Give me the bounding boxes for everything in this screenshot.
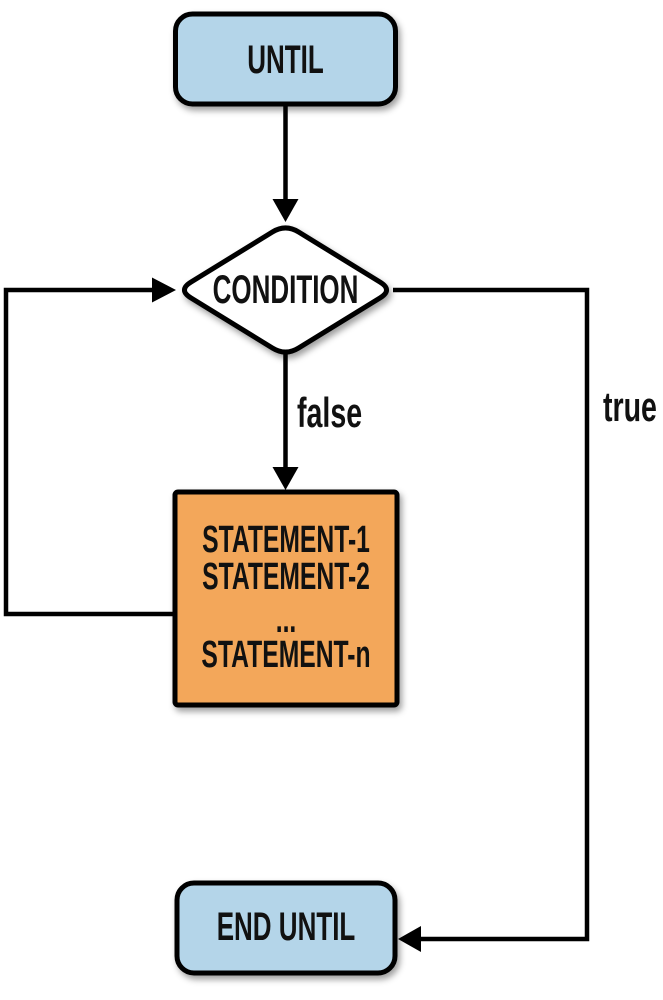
start-node-label: UNTIL xyxy=(247,37,324,82)
arrowhead-down-icon xyxy=(272,467,299,490)
condition-node-shape xyxy=(182,225,389,355)
end-node: END UNTIL xyxy=(174,880,398,976)
edge-start-to-condition xyxy=(272,104,299,222)
edge-false-branch xyxy=(272,354,299,490)
statement-line-ellipsis: ... xyxy=(276,598,297,641)
edge-true-branch xyxy=(393,287,590,952)
statements-node: STATEMENT-1 STATEMENT-2 ... STATEMENT-n xyxy=(172,489,400,708)
statement-line-n: STATEMENT-n xyxy=(201,633,370,676)
start-node: UNTIL xyxy=(173,11,398,107)
arrowhead-left-icon xyxy=(398,926,421,952)
edge-loop-back xyxy=(3,277,176,617)
true-branch-label: true xyxy=(603,382,657,430)
statements-node-shape xyxy=(172,489,400,708)
arrowhead-right-icon xyxy=(152,277,176,303)
end-node-label: END UNTIL xyxy=(217,904,356,949)
condition-node-label: CONDITION xyxy=(213,267,359,312)
start-node-shape xyxy=(173,11,398,107)
statement-line-2: STATEMENT-2 xyxy=(202,555,370,598)
statement-line-1: STATEMENT-1 xyxy=(202,518,370,561)
edge-line xyxy=(3,287,175,617)
arrowhead-down-icon xyxy=(272,199,299,222)
end-node-shape xyxy=(174,880,398,976)
false-branch-label: false xyxy=(297,388,362,436)
condition-node: CONDITION xyxy=(182,225,389,355)
edge-line xyxy=(393,287,590,942)
